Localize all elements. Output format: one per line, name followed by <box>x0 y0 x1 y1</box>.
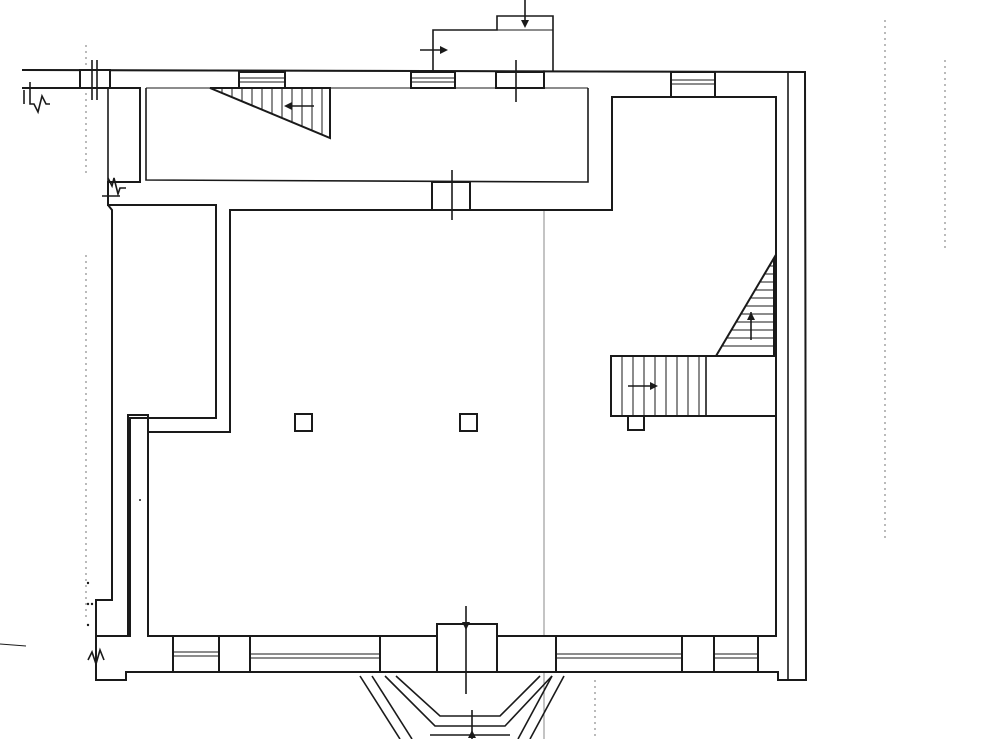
top-vestibule <box>432 0 554 72</box>
column-2 <box>459 413 478 432</box>
break-symbol-bottom-left <box>0 643 105 667</box>
column-1 <box>294 413 313 432</box>
window-bottom-4[interactable] <box>713 635 759 673</box>
window-bottom-1[interactable] <box>172 635 220 673</box>
break-symbol-left-mid <box>102 177 126 197</box>
stair-right-lower <box>610 355 777 431</box>
stair-top <box>209 87 331 140</box>
window-top-1[interactable] <box>238 71 286 89</box>
door-top[interactable] <box>495 60 545 102</box>
opening-top-left[interactable] <box>79 60 111 100</box>
door-arrow-top[interactable] <box>420 46 448 54</box>
break-symbol-top-left <box>23 82 50 115</box>
window-bottom-3[interactable] <box>555 635 683 673</box>
door-main-entrance[interactable] <box>436 606 498 694</box>
window-top-3[interactable] <box>670 71 716 98</box>
window-bottom-2[interactable] <box>249 635 381 673</box>
door-corridor[interactable] <box>431 170 471 220</box>
entrance-steps <box>359 675 565 739</box>
stair-right-upper <box>714 254 775 357</box>
scan-dots <box>86 499 141 627</box>
window-top-2[interactable] <box>410 71 456 89</box>
